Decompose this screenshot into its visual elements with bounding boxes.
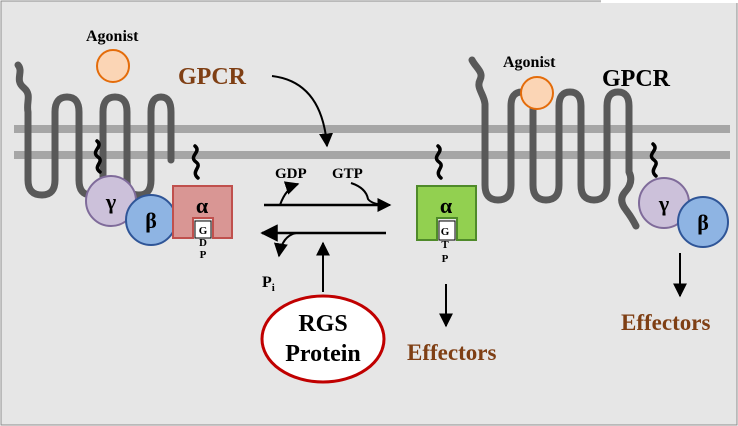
rgs-label-line2: Protein	[285, 341, 361, 367]
gtp-letter-t: T	[441, 239, 449, 251]
pi-main: P	[262, 274, 272, 291]
beta-subunit-right	[677, 196, 729, 248]
rgs-protein-ellipse	[260, 294, 386, 384]
gamma-label-right: γ	[658, 191, 669, 216]
agonist-right-circle	[520, 76, 554, 110]
gpcr-label-left: GPCR	[178, 64, 247, 90]
alpha-label-center: α	[440, 193, 453, 218]
gtp-label: GTP	[332, 166, 363, 182]
alpha-anchor-left	[191, 144, 200, 180]
gdp-label: GDP	[275, 166, 307, 182]
gdp-letter-g: G	[199, 225, 208, 237]
gpcr-label-right: GPCR	[602, 66, 671, 92]
alpha-anchor-center	[434, 144, 443, 180]
alpha-label-left: α	[196, 193, 209, 218]
pi-subscript: i	[272, 282, 275, 294]
gamma-label-left: γ	[105, 189, 116, 214]
membrane-inner-line	[14, 151, 730, 159]
rgs-label-line1: RGS	[298, 311, 347, 337]
pi-label: Pi	[262, 274, 275, 294]
agonist-label-right: Agonist	[503, 54, 556, 71]
beta-label-right: β	[697, 210, 709, 235]
gamma-anchor-left	[93, 139, 102, 174]
effectors-label-right: Effectors	[621, 310, 710, 335]
gdp-letter-d: D	[199, 237, 207, 249]
gdp-release-arrow	[279, 181, 300, 206]
gamma-anchor-right	[649, 142, 658, 178]
gtp-letter-p: P	[442, 253, 449, 265]
top-right-gap	[601, 0, 738, 3]
agonist-label-left: Agonist	[86, 28, 139, 45]
beta-label-left: β	[145, 208, 157, 233]
gtp-letter-g: G	[441, 226, 450, 238]
alpha-subunit-gdp	[172, 185, 233, 239]
gpcr-receptor-right	[468, 56, 640, 230]
alpha-subunit-gtp	[416, 185, 477, 241]
gtp-pocket-center	[438, 220, 456, 241]
pi-release-arrow	[273, 232, 297, 258]
effectors-label-center: Effectors	[407, 340, 496, 365]
gpcr-activation-arrow	[271, 75, 333, 148]
agonist-left-circle	[96, 49, 130, 83]
gtp-bind-arrow	[350, 182, 392, 212]
gdp-pocket-left	[194, 220, 212, 239]
membrane-outer-line	[14, 125, 730, 133]
gdp-letter-p: P	[200, 249, 207, 261]
